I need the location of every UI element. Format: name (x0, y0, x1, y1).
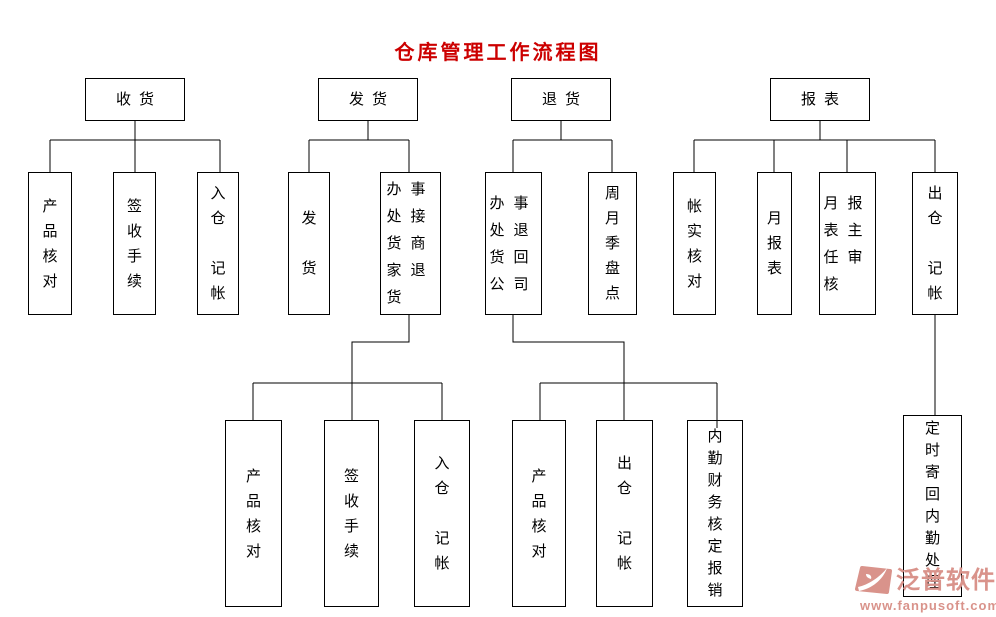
node-ship-inbound-bookkeeping-label: 入 仓 记 帐 (434, 455, 450, 572)
node-reporting-label: 报表 (800, 90, 847, 108)
page-title: 仓库管理工作流程图 (394, 42, 602, 64)
connector-shipping-sub-branch (252, 315, 443, 420)
node-recv-inbound-bookkeeping-label: 入 仓 记 帐 (210, 185, 226, 302)
node-receiving-label: 收货 (115, 90, 162, 108)
node-shipping-label: 发货 (348, 90, 395, 108)
node-ret-outbound-bookkeeping: 出 仓 记 帐 (596, 420, 653, 607)
node-recv-sign-procedure: 签 收 手 续 (113, 172, 156, 315)
node-ship-handle-merchant-returns-label: 办事 处接 货商 家退 货 (386, 181, 435, 306)
node-recv-product-check: 产 品 核 对 (28, 172, 72, 315)
node-ret-periodic-stocktake: 周 月 季 盘 点 (588, 172, 637, 315)
node-ship-sign-procedure: 签 收 手 续 (324, 420, 379, 607)
connector-shipping-branch (308, 121, 410, 172)
node-shipping: 发货 (318, 78, 418, 121)
node-ret-office-return-company-label: 办事 处退 货回 公司 (489, 194, 538, 293)
node-ship-sign-procedure-label: 签 收 手 续 (343, 467, 359, 560)
node-receiving: 收货 (85, 78, 185, 121)
node-returning: 退货 (511, 78, 611, 121)
node-rep-monthly-report-director-audit-label: 月报 表主 任审 核 (823, 194, 872, 293)
watermark-row: 泛普软件 (854, 566, 996, 596)
connector-returning-branch (512, 121, 613, 172)
node-ship-inbound-bookkeeping: 入 仓 记 帐 (414, 420, 470, 607)
node-returning-label: 退货 (541, 90, 588, 108)
node-ship-dispatch: 发 货 (288, 172, 330, 315)
node-recv-product-check-label: 产 品 核 对 (42, 197, 58, 290)
node-rep-account-reality-check-label: 帐 实 核 对 (686, 197, 702, 290)
node-ret-outbound-bookkeeping-label: 出 仓 记 帐 (616, 455, 632, 572)
node-recv-sign-procedure-label: 签 收 手 续 (126, 197, 142, 290)
node-rep-monthly-report-label: 月 报 表 (766, 210, 782, 277)
fanpu-logo-icon (855, 566, 892, 594)
watermark-url: www.fanpusoft.com (860, 598, 996, 613)
node-rep-outbound-bookkeeping: 出 仓 记 帐 (912, 172, 958, 315)
node-ship-product-check-label: 产 品 核 对 (245, 467, 261, 560)
node-ret-product-check: 产 品 核 对 (512, 420, 566, 607)
node-ship-product-check: 产 品 核 对 (225, 420, 282, 607)
node-rep-monthly-report-director-audit: 月报 表主 任审 核 (819, 172, 876, 315)
node-ship-handle-merchant-returns: 办事 处接 货商 家退 货 (380, 172, 441, 315)
node-ret-finance-approve-reimburse: 内 勤 财 务 核 定 报 销 (687, 420, 743, 607)
watermark-brand: 泛普软件 (896, 567, 996, 594)
node-rep-timed-send-back-office-label: 定 时 寄 回 内 勤 处 理 (924, 420, 940, 591)
node-ret-product-check-label: 产 品 核 对 (531, 467, 547, 560)
connector-reporting-branch (693, 121, 936, 172)
node-reporting: 报表 (770, 78, 870, 121)
node-ship-dispatch-label: 发 货 (301, 210, 317, 277)
node-ret-office-return-company: 办事 处退 货回 公司 (485, 172, 542, 315)
node-ret-finance-approve-reimburse-label: 内 勤 财 务 核 定 报 销 (707, 427, 723, 599)
node-rep-timed-send-back-office: 定 时 寄 回 内 勤 处 理 (903, 415, 962, 597)
connector-returning-sub-branch (512, 315, 718, 428)
node-rep-monthly-report: 月 报 表 (757, 172, 792, 315)
connector-receiving-branch (49, 121, 221, 172)
node-rep-outbound-bookkeeping-label: 出 仓 记 帐 (927, 185, 943, 302)
node-ret-periodic-stocktake-label: 周 月 季 盘 点 (604, 185, 620, 302)
node-recv-inbound-bookkeeping: 入 仓 记 帐 (197, 172, 239, 315)
watermark: 泛普软件 www.fanpusoft.com (854, 566, 996, 612)
node-rep-account-reality-check: 帐 实 核 对 (673, 172, 716, 315)
